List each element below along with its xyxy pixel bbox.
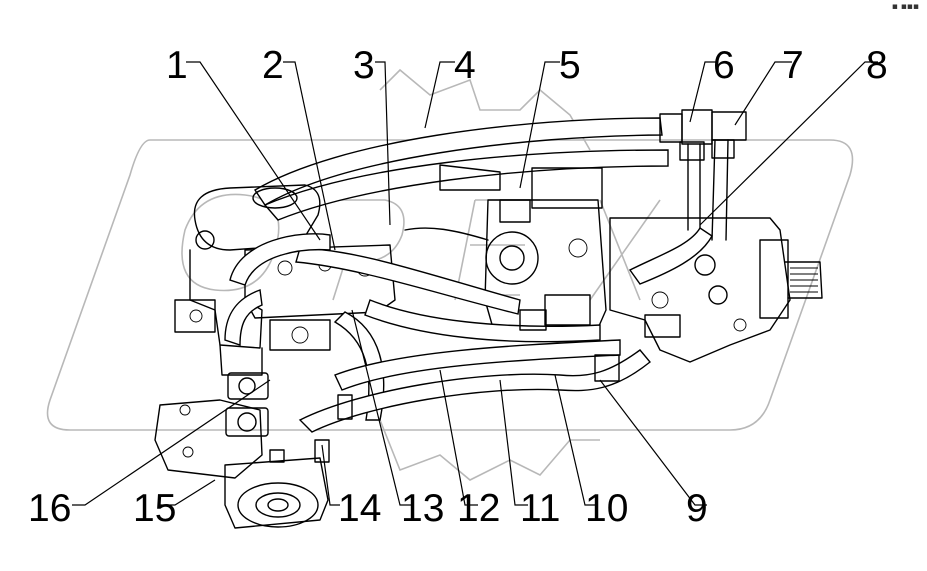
- middle-hoses: [224, 227, 713, 433]
- left-pump: [174, 184, 321, 376]
- callout-13: 13: [401, 487, 444, 530]
- callout-7: 7: [782, 44, 804, 87]
- callout-14: 14: [338, 487, 381, 530]
- callout-8: 8: [866, 44, 888, 87]
- callout-5: 5: [559, 44, 581, 87]
- leader-lines: [72, 61, 878, 506]
- callout-11: 11: [520, 487, 561, 530]
- callout-6: 6: [713, 44, 735, 87]
- callout-12: 12: [457, 487, 500, 530]
- callout-3: 3: [353, 44, 375, 87]
- callout-2: 2: [262, 44, 284, 87]
- callout-16: 16: [28, 487, 71, 530]
- callout-labels: 1 2 3 4 5 6 7 8 9 10 11 12 13 14 15 16: [28, 44, 888, 530]
- right-pump: [609, 217, 823, 363]
- callout-1: 1: [166, 44, 188, 87]
- callout-10: 10: [585, 487, 628, 530]
- callout-4: 4: [454, 44, 476, 87]
- lower-motor: [154, 372, 353, 529]
- callout-9: 9: [686, 487, 708, 530]
- corner-mark: ▪ ▪▪▪: [891, 2, 919, 12]
- callout-15: 15: [133, 487, 176, 530]
- watermark-logo: [46, 68, 854, 481]
